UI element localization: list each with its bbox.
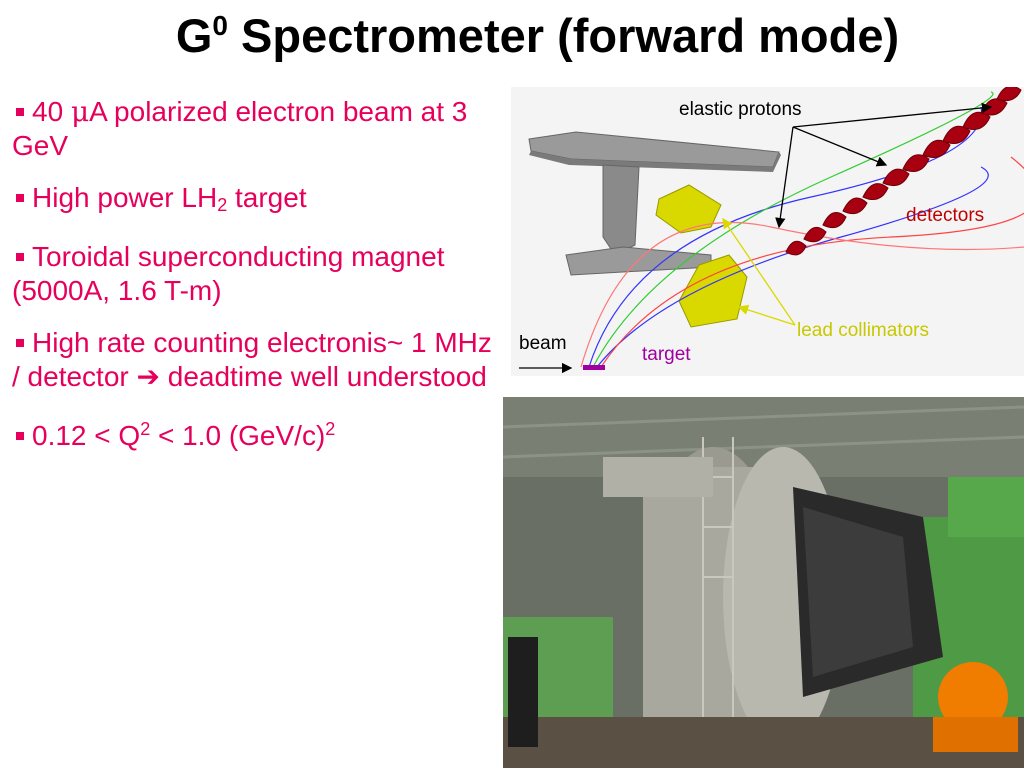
bullet-marker bbox=[16, 431, 24, 440]
bullet-marker bbox=[16, 107, 24, 116]
spectrometer-hall-photo bbox=[503, 397, 1024, 768]
bullet-magnet: Toroidal superconducting magnet (5000A, … bbox=[12, 241, 445, 306]
particle-trajectories bbox=[580, 91, 1024, 368]
label-lead-collimators: lead collimators bbox=[797, 320, 929, 341]
collimator-arrows bbox=[722, 217, 796, 326]
bullet-q2-range: 0.12 < Q2 < 1.0 (GeV/c)2 bbox=[12, 412, 502, 453]
label-target: target bbox=[642, 344, 691, 365]
bullet-target: High power LH2 target bbox=[12, 181, 502, 222]
bullet-marker bbox=[16, 338, 24, 347]
magnet-frame bbox=[528, 131, 781, 276]
arrow-right-icon: ➔ bbox=[136, 361, 160, 392]
label-detectors: detectors bbox=[906, 205, 984, 226]
label-elastic-protons: elastic protons bbox=[679, 99, 802, 120]
target-marker bbox=[583, 365, 605, 370]
lead-collimators bbox=[655, 184, 748, 328]
bullet-list: 40 μA polarized electron beam at 3 GeV H… bbox=[12, 95, 502, 471]
bullet-marker bbox=[16, 193, 24, 202]
detector-array bbox=[785, 87, 1022, 256]
slide-title: G0 Spectrometer (forward mode) bbox=[175, 9, 900, 62]
bullet-electronics: High rate counting electronis~ 1 MHz / d… bbox=[12, 327, 492, 392]
label-beam: beam bbox=[519, 333, 567, 354]
spectrometer-diagram: elastic protons detectors lead collimato… bbox=[511, 87, 1024, 376]
annotation-arrows bbox=[519, 102, 993, 374]
bullet-beam: 40 μA polarized electron beam at 3 GeV bbox=[12, 95, 468, 161]
bullet-marker bbox=[16, 252, 24, 261]
